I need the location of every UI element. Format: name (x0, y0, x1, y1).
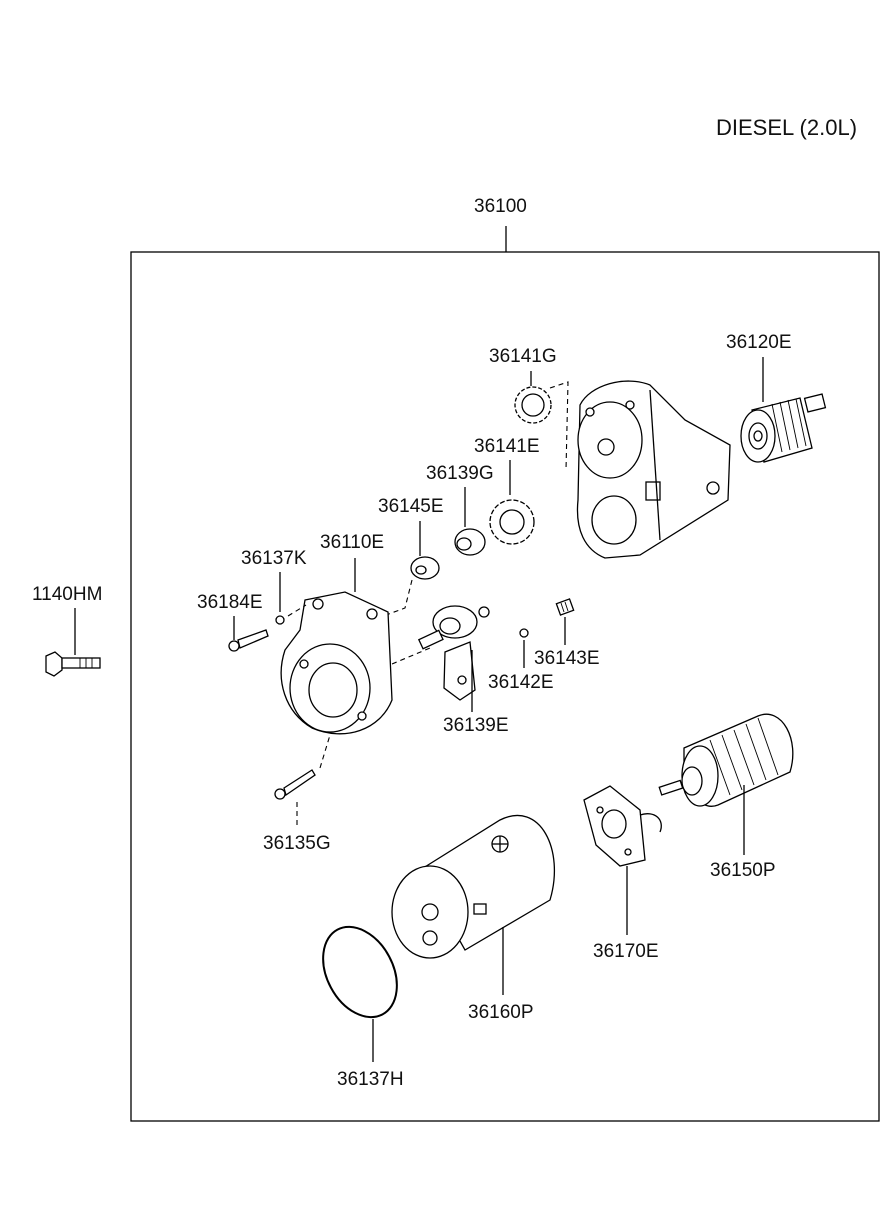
label-36143E[interactable]: 36143E (534, 648, 600, 669)
bearing-36139G[interactable] (454, 528, 486, 556)
label-36145E[interactable]: 36145E (378, 496, 444, 517)
label-36110E[interactable]: 36110E (320, 532, 384, 553)
housing-36110E[interactable] (280, 591, 393, 735)
oring-36137H[interactable] (308, 914, 411, 1030)
label-36135G[interactable]: 36135G (263, 833, 331, 854)
brush-holder-36170E[interactable] (583, 785, 662, 867)
gear-36141G[interactable] (514, 386, 552, 424)
label-36150P[interactable]: 36150P (710, 860, 776, 881)
label-36120E[interactable]: 36120E (726, 332, 792, 353)
part-36120E-drive[interactable] (740, 393, 827, 463)
bolt-1140HM[interactable] (45, 651, 101, 677)
yoke-36160P[interactable] (391, 814, 555, 959)
label-36160P[interactable]: 36160P (468, 1002, 534, 1023)
label-36139E[interactable]: 36139E (443, 715, 509, 736)
bolt-36135G[interactable] (274, 769, 316, 800)
label-36137K[interactable]: 36137K (241, 548, 307, 569)
label-36139G[interactable]: 36139G (426, 463, 494, 484)
label-1140HM[interactable]: 1140HM (32, 584, 102, 605)
label-36142E[interactable]: 36142E (488, 672, 554, 693)
gear-36141E[interactable] (489, 499, 535, 545)
assembly-frame (130, 251, 880, 1122)
armature-36150P[interactable] (658, 713, 794, 807)
washer-36145E[interactable] (410, 556, 440, 580)
lever-36139E[interactable] (417, 605, 490, 701)
screw-36184E[interactable] (228, 629, 269, 652)
label-36184E[interactable]: 36184E (197, 592, 263, 613)
ball-36142E[interactable] (519, 628, 529, 638)
label-36170E[interactable]: 36170E (593, 941, 659, 962)
washer-36137K[interactable] (275, 615, 285, 625)
label-36141G[interactable]: 36141G (489, 346, 557, 367)
label-36137H[interactable]: 36137H (337, 1069, 404, 1090)
assembly-number: 36100 (474, 196, 527, 217)
engine-label: DIESEL (2.0L) (716, 115, 857, 140)
spring-36143E[interactable] (555, 598, 575, 616)
gear-housing[interactable] (576, 380, 731, 559)
label-36141E[interactable]: 36141E (474, 436, 540, 457)
